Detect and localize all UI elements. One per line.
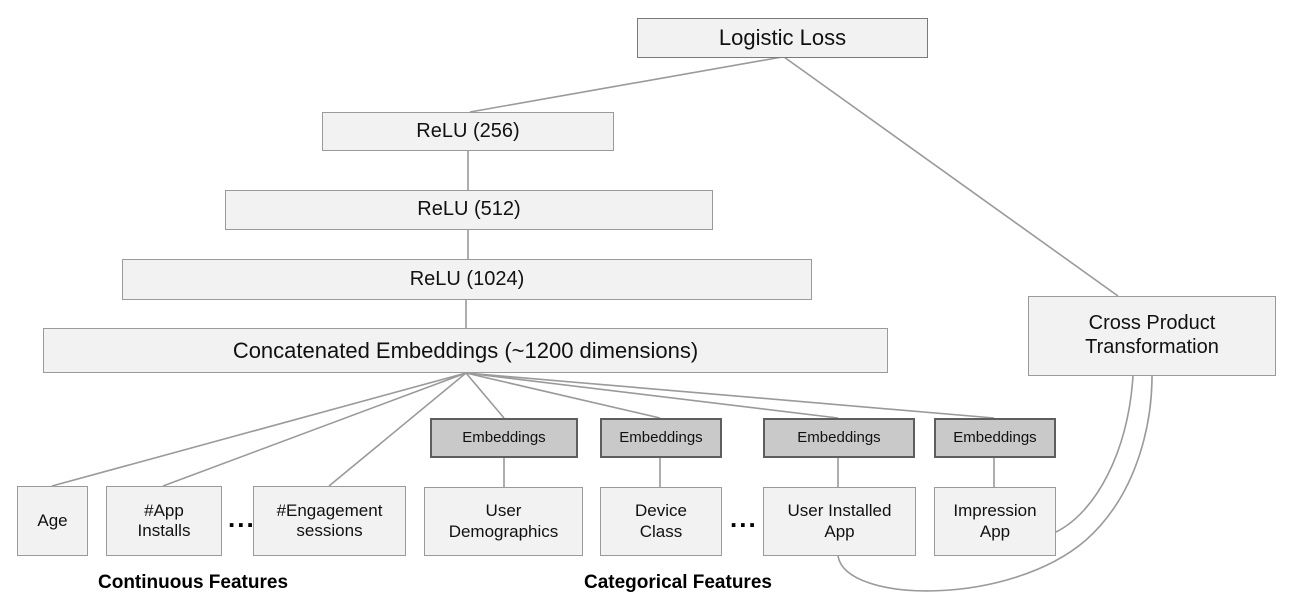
node-feature-device-class-line2: Class <box>639 521 683 541</box>
edge-userinstalledapp-to-crossproduct <box>837 375 1153 592</box>
node-concatenated-embeddings-label: Concatenated Embeddings (~1200 dimension… <box>232 337 699 363</box>
node-relu-256[interactable]: ReLU (256) <box>322 112 614 151</box>
node-feature-user-installed-app-line2: App <box>824 521 855 541</box>
group-label-categorical-features: Categorical Features <box>584 572 772 593</box>
node-cross-product-transformation[interactable]: Cross Product Transformation <box>1028 296 1276 376</box>
node-relu-1024[interactable]: ReLU (1024) <box>122 259 812 300</box>
edge-concat-to-embedding-3 <box>465 372 839 419</box>
node-feature-engagement-sessions-line2: sessions <box>296 521 363 540</box>
node-feature-age[interactable]: Age <box>17 486 88 556</box>
node-embeddings-2[interactable]: Embeddings <box>600 418 722 458</box>
node-feature-app-installs-line2: Installs <box>137 521 191 540</box>
node-feature-app-installs[interactable]: #App Installs <box>106 486 222 556</box>
node-cross-product-line1: Cross Product <box>1088 312 1216 335</box>
node-embeddings-3[interactable]: Embeddings <box>763 418 915 458</box>
node-embeddings-3-label: Embeddings <box>797 429 881 447</box>
group-label-continuous-features: Continuous Features <box>98 572 289 593</box>
edge-concat-to-appinstalls <box>162 372 467 487</box>
node-feature-user-demographics-line1: User <box>485 501 522 521</box>
node-logistic-loss[interactable]: Logistic Loss <box>637 18 928 58</box>
edge-loss-to-relu256 <box>469 56 783 113</box>
ellipsis-continuous-features: ... <box>228 503 256 533</box>
node-feature-engagement-sessions[interactable]: #Engagement sessions <box>253 486 406 556</box>
node-relu-512-label: ReLU (512) <box>417 198 521 221</box>
node-embeddings-4[interactable]: Embeddings <box>934 418 1056 458</box>
node-feature-user-installed-app-line1: User Installed <box>787 501 892 521</box>
node-feature-user-demographics[interactable]: User Demographics <box>424 487 583 556</box>
node-feature-device-class[interactable]: Device Class <box>600 487 722 556</box>
node-concatenated-embeddings[interactable]: Concatenated Embeddings (~1200 dimension… <box>43 328 888 373</box>
edge-concat-to-embedding-2 <box>465 372 661 419</box>
node-feature-device-class-line1: Device <box>635 501 687 521</box>
ellipsis-categorical-features: ... <box>730 503 758 533</box>
node-feature-user-installed-app[interactable]: User Installed App <box>763 487 916 556</box>
node-relu-512[interactable]: ReLU (512) <box>225 190 713 230</box>
node-embeddings-1[interactable]: Embeddings <box>430 418 578 458</box>
node-feature-impression-app-line1: Impression <box>953 501 1037 521</box>
node-feature-engagement-sessions-line1: #Engagement <box>276 500 383 520</box>
node-feature-app-installs-line1: #App <box>144 500 184 520</box>
node-feature-age-line1: Age <box>37 510 68 530</box>
edge-concat-to-age <box>51 372 467 487</box>
node-feature-impression-app[interactable]: Impression App <box>934 487 1056 556</box>
node-logistic-loss-label: Logistic Loss <box>718 25 847 51</box>
edge-concat-to-embedding-4 <box>465 372 995 419</box>
node-feature-impression-app-line2: App <box>979 521 1011 541</box>
node-embeddings-1-label: Embeddings <box>462 429 546 447</box>
node-feature-user-demographics-line2: Demographics <box>448 521 559 541</box>
node-cross-product-line2: Transformation <box>1085 336 1219 358</box>
node-embeddings-4-label: Embeddings <box>953 429 1037 447</box>
edge-concat-to-embedding-1 <box>465 372 505 419</box>
edge-impressionapp-to-crossproduct <box>1055 375 1134 533</box>
node-relu-256-label: ReLU (256) <box>416 119 520 142</box>
node-relu-1024-label: ReLU (1024) <box>409 267 525 290</box>
edge-loss-to-crossproduct <box>783 56 1119 297</box>
node-embeddings-2-label: Embeddings <box>619 429 703 447</box>
